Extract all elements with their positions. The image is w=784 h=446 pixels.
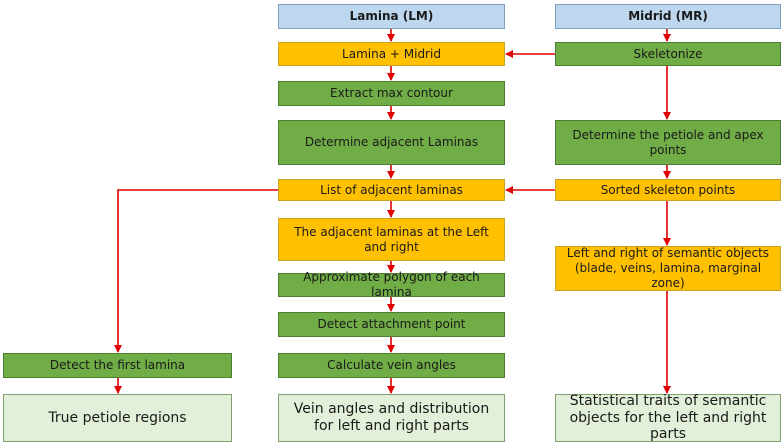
node-calc-vein-angles: Calculate vein angles xyxy=(278,353,505,378)
node-label: Determine adjacent Laminas xyxy=(304,135,479,149)
node-label: The adjacent laminas at the Left and rig… xyxy=(294,224,489,254)
node-adjacent-left-right: The adjacent laminas at the Left and rig… xyxy=(278,218,505,261)
node-detect-first-lamina: Detect the first lamina xyxy=(3,353,232,378)
node-label: Lamina (LM) xyxy=(349,9,434,23)
node-sorted-skeleton: Sorted skeleton points xyxy=(555,179,781,201)
node-label: Calculate vein angles xyxy=(327,358,456,372)
node-label: Detect attachment point xyxy=(317,317,466,331)
node-lamina-lm: Lamina (LM) xyxy=(278,4,505,29)
node-determine-adjacent: Determine adjacent Laminas xyxy=(278,120,505,165)
node-label: Approximate polygon of each lamina xyxy=(303,270,480,299)
node-label: Statistical traits of semantic objects f… xyxy=(569,392,767,443)
node-label: Lamina + Midrid xyxy=(342,46,441,61)
node-skeletonize: Skeletonize xyxy=(555,42,781,66)
node-list-adjacent: List of adjacent laminas xyxy=(278,179,505,201)
node-label: Sorted skeleton points xyxy=(600,182,736,197)
node-label: Left and right of semantic objects (blad… xyxy=(566,246,770,290)
node-detect-attachment: Detect attachment point xyxy=(278,312,505,337)
node-extract-contour: Extract max contour xyxy=(278,81,505,106)
node-label: Determine the petiole and apex points xyxy=(572,127,764,157)
node-left-right-semantic: Left and right of semantic objects (blad… xyxy=(555,246,781,291)
node-label: True petiole regions xyxy=(48,409,187,426)
arrow-list-to-first-lamina xyxy=(114,189,278,353)
node-label: List of adjacent laminas xyxy=(320,182,463,197)
node-label: Midrid (MR) xyxy=(628,9,708,23)
node-label: Extract max contour xyxy=(330,86,453,100)
node-statistical-traits: Statistical traits of semantic objects f… xyxy=(555,392,781,443)
node-determine-petiole: Determine the petiole and apex points xyxy=(555,120,781,165)
node-vein-distribution: Vein angles and distribution for left an… xyxy=(278,394,505,442)
node-approx-polygon: Approximate polygon of each lamina xyxy=(278,270,505,299)
node-lamina-midrid: Lamina + Midrid xyxy=(278,42,505,66)
node-label: Vein angles and distribution for left an… xyxy=(293,401,490,434)
node-label: Skeletonize xyxy=(633,46,703,61)
node-label: Detect the first lamina xyxy=(49,358,186,372)
node-true-petiole: True petiole regions xyxy=(3,394,232,442)
node-midrid-mr: Midrid (MR) xyxy=(555,4,781,29)
